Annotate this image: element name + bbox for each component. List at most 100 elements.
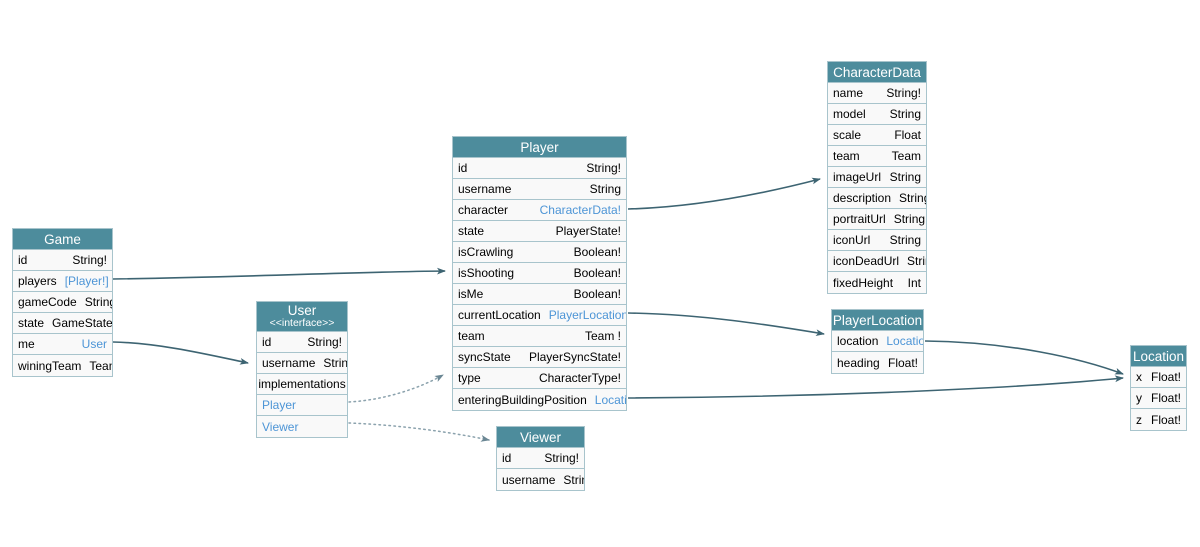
field-type: String! (544, 451, 579, 465)
field-row[interactable]: location Location! (832, 331, 923, 352)
field-type: Float! (1150, 412, 1181, 427)
field-row[interactable]: iconDeadUrlString (828, 251, 926, 272)
field-type: Boolean! (573, 266, 621, 280)
field-row[interactable]: character CharacterData! (453, 200, 626, 221)
field-type: Boolean! (573, 287, 621, 301)
field-type: Int (907, 275, 921, 290)
field-type: String! (307, 335, 342, 349)
field-name: x (1136, 370, 1142, 384)
field-row[interactable]: z Float! (1131, 409, 1186, 430)
field-row[interactable]: gameCodeString! (13, 292, 112, 313)
node-title-user-text: User (287, 303, 317, 318)
field-name: username (502, 472, 556, 487)
field-row[interactable]: state GameState! (13, 313, 112, 334)
field-row[interactable]: isShooting Boolean! (453, 263, 626, 284)
field-type: Location! (886, 334, 923, 348)
field-type: String! (586, 161, 621, 175)
field-name: isShooting (458, 266, 515, 280)
field-name: iconUrl (833, 233, 871, 247)
field-name: scale (833, 128, 862, 142)
field-name: heading (837, 355, 880, 370)
node-title-characterdata: CharacterData (828, 62, 926, 83)
field-type: Team ! (584, 329, 621, 343)
field-name: username (262, 356, 316, 370)
field-type: User (81, 337, 107, 351)
field-row[interactable]: iconUrl String (828, 230, 926, 251)
field-name: character (458, 203, 509, 217)
node-subtitle-user: <<interface>> (269, 317, 335, 329)
field-type: String (889, 233, 921, 247)
node-title-playerlocation: PlayerLocation (832, 310, 923, 331)
edge-game-me-to-user (112, 341, 249, 365)
field-row[interactable]: portraitUrl String (828, 209, 926, 230)
field-name: fixedHeight (833, 275, 894, 290)
field-type: PlayerSyncState! (528, 350, 621, 364)
edge-user-implements-viewer (348, 422, 490, 442)
field-name: location (837, 334, 879, 348)
node-title-user: User <<interface>> (257, 302, 347, 332)
node-title-location: Location (1131, 346, 1186, 367)
edge-game-players-to-player (112, 267, 446, 280)
field-row[interactable]: descriptionString (828, 188, 926, 209)
field-type: String (907, 254, 926, 268)
field-name: portraitUrl (833, 212, 886, 226)
field-name: state (18, 316, 45, 330)
edge-player-enteringbuildingposition-to-location (627, 375, 1124, 399)
field-name: isMe (458, 287, 484, 301)
implementation-item[interactable]: Viewer (257, 416, 347, 437)
field-name: id (458, 161, 468, 175)
field-row[interactable]: isMe Boolean! (453, 284, 626, 305)
field-name: username (458, 182, 512, 196)
field-row[interactable]: winingTeamTeam (13, 355, 112, 376)
field-type: GameState! (52, 316, 112, 330)
field-type: String (893, 212, 926, 226)
field-name: enteringBuildingPosition (458, 392, 587, 407)
field-row[interactable]: enteringBuildingPositionLocation (453, 389, 626, 410)
field-row[interactable]: fixedHeight Int (828, 272, 926, 293)
field-row[interactable]: players[Player!] (13, 271, 112, 292)
edge-user-implements-player (348, 374, 444, 403)
field-type: Float! (1150, 391, 1181, 405)
field-row[interactable]: id String! (453, 158, 626, 179)
node-playerlocation[interactable]: PlayerLocation location Location! headingF… (831, 309, 924, 374)
field-name: type (458, 371, 481, 385)
implementation-item[interactable]: Player (257, 395, 347, 416)
node-fields-user: idString!usernameStringimplementationsPl… (257, 332, 347, 437)
field-row[interactable]: type CharacterType! (453, 368, 626, 389)
field-name: z (1136, 412, 1142, 427)
field-type: CharacterType! (538, 371, 621, 385)
field-name: model (833, 107, 866, 121)
field-type: Team (891, 149, 921, 163)
field-type: [Player!] (64, 274, 109, 288)
node-fields-game: idString!players[Player!]gameCodeString!… (13, 250, 112, 376)
field-type: String! (886, 86, 921, 100)
field-type: CharacterData! (539, 203, 621, 217)
